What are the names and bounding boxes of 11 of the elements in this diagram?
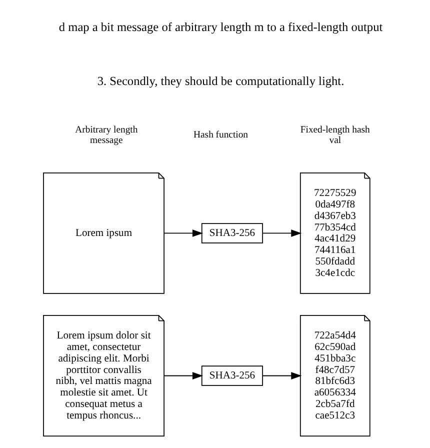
arrow xyxy=(163,230,203,237)
node-box: SHA3-256 xyxy=(200,223,262,244)
label: 3. Secondly, they should be computationally light. xyxy=(96,74,344,88)
label: Hash function xyxy=(193,130,248,141)
label: Fixed-length hash val xyxy=(300,124,370,146)
arrow xyxy=(262,372,302,380)
label: Arbitrary length message xyxy=(74,124,138,146)
arrow xyxy=(262,230,302,237)
label: d map a bit message of arbitrary length m to a fixed-length output xyxy=(58,20,382,34)
node-box: SHA3-256 xyxy=(200,366,262,386)
arrow xyxy=(163,372,203,380)
